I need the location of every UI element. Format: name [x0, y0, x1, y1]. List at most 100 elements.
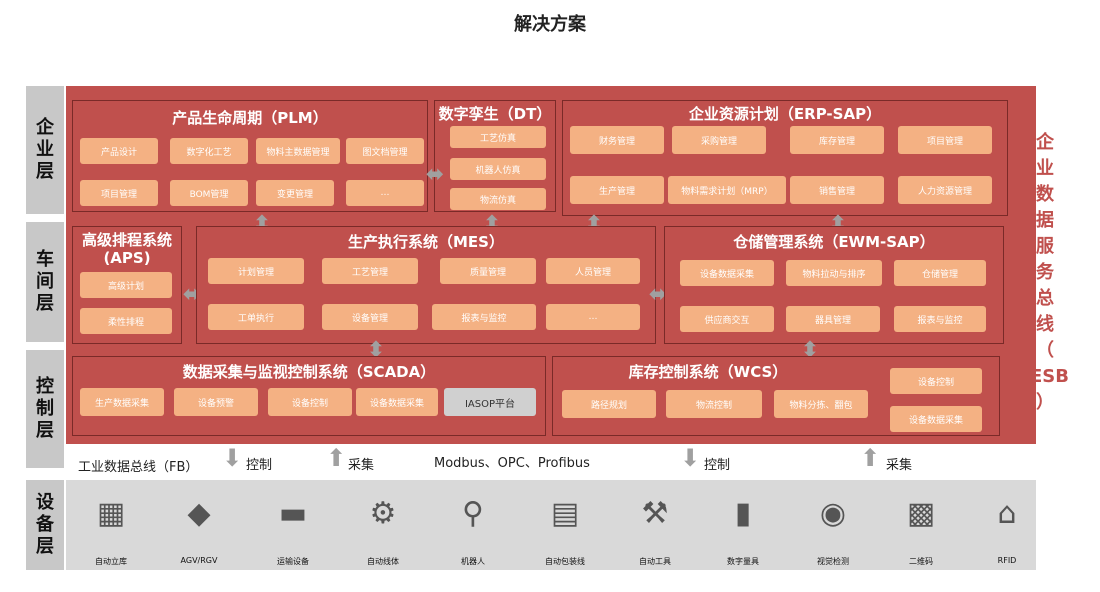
double-arrow-icon: ⬌ — [425, 161, 445, 187]
mes-item: 计划管理 — [208, 258, 304, 284]
mes-item: 报表与监控 — [432, 304, 536, 330]
device-item: ▤ 自动包装线 — [530, 486, 600, 567]
scada-title: 数据采集与监视控制系统（SCADA） — [182, 363, 436, 381]
device-bar — [66, 480, 1036, 570]
wcs-item: 路径规划 — [562, 390, 656, 418]
conveyor-icon: ▬ — [278, 495, 308, 531]
device-label: RFID — [997, 556, 1017, 565]
wcs-item: 设备数据采集 — [890, 406, 982, 432]
down-arrow-icon: ⬇ — [222, 444, 243, 472]
aps-item: 柔性排程 — [80, 308, 172, 334]
down-arrow-icon: ⬇ — [680, 444, 701, 472]
ewm-item: 供应商交互 — [680, 306, 774, 332]
erp-item: 财务管理 — [570, 126, 664, 154]
dt-item: 机器人仿真 — [450, 158, 546, 180]
device-item: ▩ 二维码 — [886, 486, 956, 567]
double-arrow-icon: ⬌ — [648, 281, 668, 307]
camera-icon: ◉ — [819, 495, 847, 531]
device-item: ▦自动立库 — [76, 486, 146, 567]
ewm-item: 报表与监控 — [894, 306, 986, 332]
packaging-line-icon: ▤ — [550, 495, 580, 531]
scada-item: 设备数据采集 — [356, 388, 438, 416]
rfid-icon: ⌂ — [997, 495, 1017, 531]
mes-item: 工艺管理 — [322, 258, 418, 284]
plm-item: BOM管理 — [170, 180, 248, 206]
device-item: ◉ 视觉检测 — [798, 486, 868, 567]
control-label: 控制 — [246, 458, 273, 473]
plm-item: … — [346, 180, 424, 206]
up-arrow-icon: ⬆ — [860, 444, 881, 472]
wcs-title: 库存控制系统（WCS） — [628, 363, 788, 381]
device-label: 机器人 — [461, 557, 485, 566]
wcs-item: 物流控制 — [666, 390, 762, 418]
collect-label: 采集 — [886, 458, 913, 473]
erp-item: 人力资源管理 — [898, 176, 992, 204]
mes-item: … — [546, 304, 640, 330]
control-label: 控制 — [704, 458, 731, 473]
ewm-item: 物料拉动与排序 — [786, 260, 882, 286]
plm-item: 图文档管理 — [346, 138, 424, 164]
protocols-label: Modbus、OPC、Profibus — [434, 456, 590, 471]
erp-item: 采购管理 — [672, 126, 766, 154]
layer-device: 设 备 层 — [26, 480, 64, 570]
erp-title: 企业资源计划（ERP-SAP） — [688, 105, 882, 123]
device-label: 二维码 — [909, 557, 933, 566]
scada-item: 生产数据采集 — [80, 388, 164, 416]
robot-icon: ⚲ — [462, 495, 484, 531]
device-item: ⚒ 自动工具 — [620, 486, 690, 567]
layer-enterprise: 企 业 层 — [26, 86, 64, 214]
device-item: ⚲ 机器人 — [438, 486, 508, 567]
plm-item: 物料主数据管理 — [256, 138, 340, 164]
plm-item: 变更管理 — [256, 180, 334, 206]
aps-item: 高级计划 — [80, 272, 172, 298]
page-title: 解决方案 — [514, 14, 586, 35]
qrcode-icon: ▩ — [906, 495, 936, 531]
device-item: ◆ AGV/RGV — [164, 486, 234, 566]
plm-title: 产品生命周期（PLM） — [172, 109, 328, 127]
device-label: AGV/RGV — [180, 556, 218, 565]
production-line-icon: ⚙ — [369, 495, 397, 531]
device-item: ▬ 运输设备 — [258, 486, 328, 567]
gauge-icon: ▮ — [734, 495, 752, 531]
esb-label: 企 业 数 据 服 务 总 线 （ ESB ） — [1030, 132, 1069, 413]
warehouse-icon: ▦ — [96, 495, 126, 531]
device-label: 自动工具 — [639, 557, 671, 566]
ewm-item: 器具管理 — [786, 306, 880, 332]
erp-item: 库存管理 — [790, 126, 884, 154]
up-arrow-icon: ⬆ — [326, 444, 347, 472]
device-label: 自动线体 — [367, 557, 399, 566]
mes-item: 工单执行 — [208, 304, 304, 330]
dt-title: 数字孪生（DT） — [438, 105, 552, 123]
ewm-item: 仓储管理 — [894, 260, 986, 286]
dt-item: 物流仿真 — [450, 188, 546, 210]
mes-item: 设备管理 — [322, 304, 418, 330]
erp-item: 物料需求计划（MRP） — [668, 176, 786, 204]
device-label: 数字量具 — [727, 557, 759, 566]
wcs-item: 设备控制 — [890, 368, 982, 394]
mes-item: 人员管理 — [546, 258, 640, 284]
plm-item: 项目管理 — [80, 180, 158, 206]
tool-icon: ⚒ — [641, 495, 669, 531]
agv-icon: ◆ — [187, 495, 211, 531]
plm-item: 产品设计 — [80, 138, 158, 164]
fieldbus-label: 工业数据总线（FB） — [78, 460, 199, 475]
aps-title: 高级排程系统 (APS) — [81, 231, 172, 267]
device-item: ⚙ 自动线体 — [348, 486, 418, 567]
collect-label: 采集 — [348, 458, 375, 473]
scada-item: 设备预警 — [174, 388, 258, 416]
device-item: ▮ 数字量具 — [708, 486, 778, 567]
layer-control: 控 制 层 — [26, 350, 64, 468]
wcs-item: 物料分拣、翻包 — [774, 390, 868, 418]
plm-item: 数字化工艺 — [170, 138, 248, 164]
device-label: 视觉检测 — [817, 557, 849, 566]
device-label: 自动包装线 — [545, 557, 585, 566]
erp-item: 销售管理 — [790, 176, 884, 204]
ewm-title: 仓储管理系统（EWM-SAP） — [733, 233, 935, 251]
device-label: 运输设备 — [277, 557, 309, 566]
scada-item: 设备控制 — [268, 388, 352, 416]
device-item: ⌂ RFID — [972, 486, 1042, 566]
ewm-item: 设备数据采集 — [680, 260, 774, 286]
erp-item: 生产管理 — [570, 176, 664, 204]
mes-item: 质量管理 — [440, 258, 536, 284]
layer-workshop: 车 间 层 — [26, 222, 64, 342]
